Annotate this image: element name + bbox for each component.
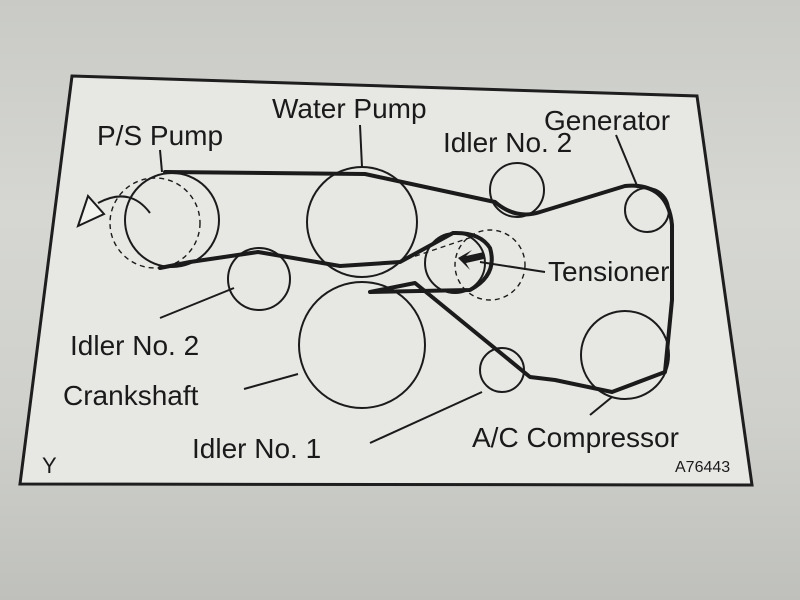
crankshaft-pulley <box>298 281 426 409</box>
idler-no1-pulley <box>479 347 525 393</box>
generator-pulley <box>624 187 670 233</box>
corner-mark: Y <box>42 453 57 478</box>
leader-ac-compressor <box>589 396 613 416</box>
leader-crankshaft <box>243 373 299 390</box>
leader-water-pump <box>359 124 363 168</box>
label-generator: Generator <box>544 105 670 136</box>
label-idler-no2-top: Idler No. 2 <box>443 127 572 158</box>
leader-generator <box>615 134 639 189</box>
ps-pump-pulley-dashed <box>109 177 201 269</box>
label-ac-compressor: A/C Compressor <box>472 422 679 453</box>
tensioner-arrow-icon <box>458 250 484 270</box>
tensioner-pulley-dashed <box>454 229 526 301</box>
leader-idler2-left <box>159 287 235 319</box>
label-ps-pump: P/S Pump <box>97 120 223 151</box>
rotation-arrowhead-icon <box>76 194 106 228</box>
leader-ps-pump <box>159 149 163 173</box>
label-tensioner: Tensioner <box>548 256 669 287</box>
idler-no2-top-pulley <box>489 162 545 218</box>
idler-no2-left-pulley <box>227 247 291 311</box>
label-idler-no1: Idler No. 1 <box>192 433 321 464</box>
ps-pump-pulley <box>124 172 220 268</box>
leader-tensioner <box>479 261 546 273</box>
figure-code: A76443 <box>675 459 730 476</box>
label-idler-no2-left: Idler No. 2 <box>70 330 199 361</box>
rotation-arrow-icon <box>97 195 151 214</box>
label-crankshaft: Crankshaft <box>63 380 199 411</box>
ac-compressor-pulley <box>580 310 670 400</box>
tensioner-dashed-guide <box>397 236 473 263</box>
leader-idler1 <box>369 391 483 444</box>
label-water-pump: Water Pump <box>272 93 427 124</box>
